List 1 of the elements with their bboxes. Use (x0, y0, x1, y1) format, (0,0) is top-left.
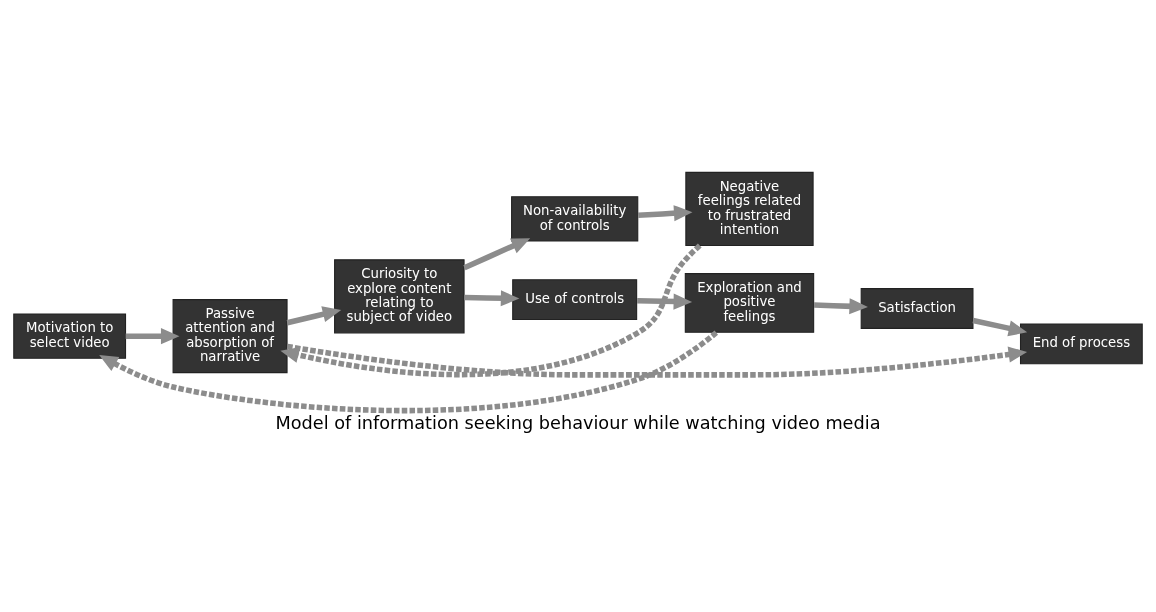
caption: Model of information seeking behaviour while watching video media (275, 413, 881, 434)
